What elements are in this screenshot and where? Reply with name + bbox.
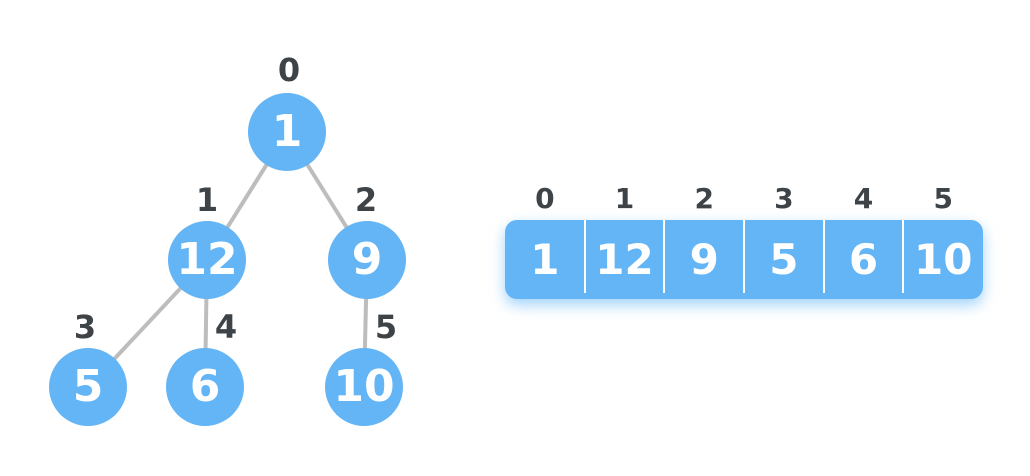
array-index-label-0: 0 xyxy=(535,182,555,215)
tree-node-0: 1 xyxy=(248,93,326,171)
tree-node-0-value: 1 xyxy=(271,106,303,157)
array-cell-1: 12 xyxy=(585,220,666,299)
array-cell-3: 5 xyxy=(744,220,825,299)
array-cell-0: 1 xyxy=(505,220,586,299)
tree-node-2: 9 xyxy=(328,221,406,299)
tree-node-5-value: 10 xyxy=(333,361,395,412)
tree-node-2-value: 9 xyxy=(351,234,383,285)
array-representation: 1 12 9 5 6 10 xyxy=(505,220,983,299)
tree-index-label-3: 3 xyxy=(73,308,97,346)
array-index-label-1: 1 xyxy=(614,182,635,215)
tree-index-label-2: 2 xyxy=(354,181,378,219)
tree-node-4-value: 6 xyxy=(189,361,221,412)
tree-index-label-4: 4 xyxy=(214,308,238,346)
tree-node-3: 5 xyxy=(49,348,127,426)
array-cell-2: 9 xyxy=(664,220,745,299)
tree-index-label-5: 5 xyxy=(374,308,398,346)
array-index-row: 0 1 2 3 4 5 xyxy=(505,182,983,215)
tree-node-1-value: 12 xyxy=(176,234,238,285)
tree-index-label-1: 1 xyxy=(195,181,219,219)
array-index-label-3: 3 xyxy=(774,182,794,215)
tree-node-1: 12 xyxy=(168,221,246,299)
array-index-label-4: 4 xyxy=(853,182,874,215)
array-cell-4: 6 xyxy=(824,220,905,299)
array-index-label-5: 5 xyxy=(933,182,953,215)
tree-node-4: 6 xyxy=(166,348,244,426)
array-index-label-2: 2 xyxy=(694,182,714,215)
tree-node-3-value: 5 xyxy=(72,361,104,412)
tree-index-label-0: 0 xyxy=(277,51,301,89)
tree-node-5: 10 xyxy=(325,348,403,426)
array-cell-5: 10 xyxy=(913,234,973,284)
